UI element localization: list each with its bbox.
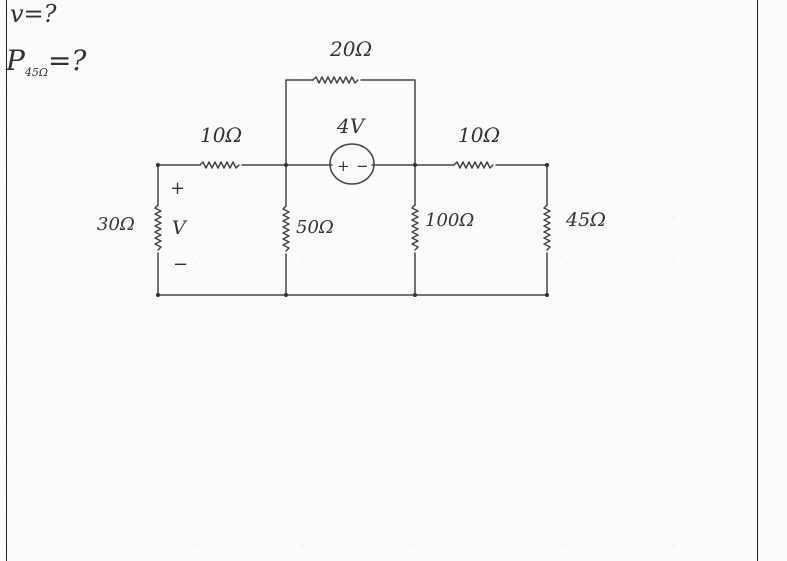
- wire-top-right: [360, 79, 416, 166]
- junction-dot: [156, 163, 160, 167]
- label-r45: 45Ω: [565, 209, 606, 231]
- source-minus-sign: −: [356, 157, 369, 175]
- resistor-45-zigzag: [543, 204, 551, 251]
- label-r50: 50Ω: [296, 217, 334, 238]
- label-r30: 30Ω: [97, 214, 135, 235]
- junction-dot: [284, 163, 288, 167]
- page-right-border: [757, 0, 758, 561]
- junction-dot: [545, 293, 549, 297]
- junction-dot: [545, 163, 549, 167]
- page-left-border: [6, 0, 7, 561]
- resistor-100-zigzag: [411, 204, 419, 251]
- question-p-symbol: P: [6, 44, 25, 77]
- label-r20: 20Ω: [329, 37, 372, 61]
- label-v: V: [172, 217, 188, 239]
- junction-dot: [156, 293, 160, 297]
- resistor-10-right-zigzag: [453, 161, 494, 169]
- resistor-30-zigzag: [154, 204, 162, 251]
- resistor-20-zigzag: [312, 76, 359, 84]
- junction-dot: [284, 293, 288, 297]
- source-plus-sign: +: [337, 157, 350, 175]
- question-p45: P45Ω=?: [6, 44, 86, 79]
- junction-dot: [413, 163, 417, 167]
- question-p-subscript: 45Ω: [24, 66, 48, 79]
- wire-top-left: [285, 79, 314, 166]
- label-r10-right: 10Ω: [458, 123, 500, 147]
- question-v: v=?: [10, 0, 57, 28]
- junction-dot: [413, 293, 417, 297]
- voltage-source-circle: [329, 143, 375, 185]
- resistor-50-zigzag: [282, 205, 290, 252]
- resistor-10-left-zigzag: [199, 161, 240, 169]
- label-v-plus: +: [170, 178, 185, 199]
- label-source-4v: 4V: [336, 114, 367, 138]
- label-v-minus: −: [173, 254, 188, 275]
- question-p-suffix: =?: [47, 44, 87, 77]
- label-r10-left: 10Ω: [200, 123, 242, 147]
- label-r100: 100Ω: [425, 210, 474, 231]
